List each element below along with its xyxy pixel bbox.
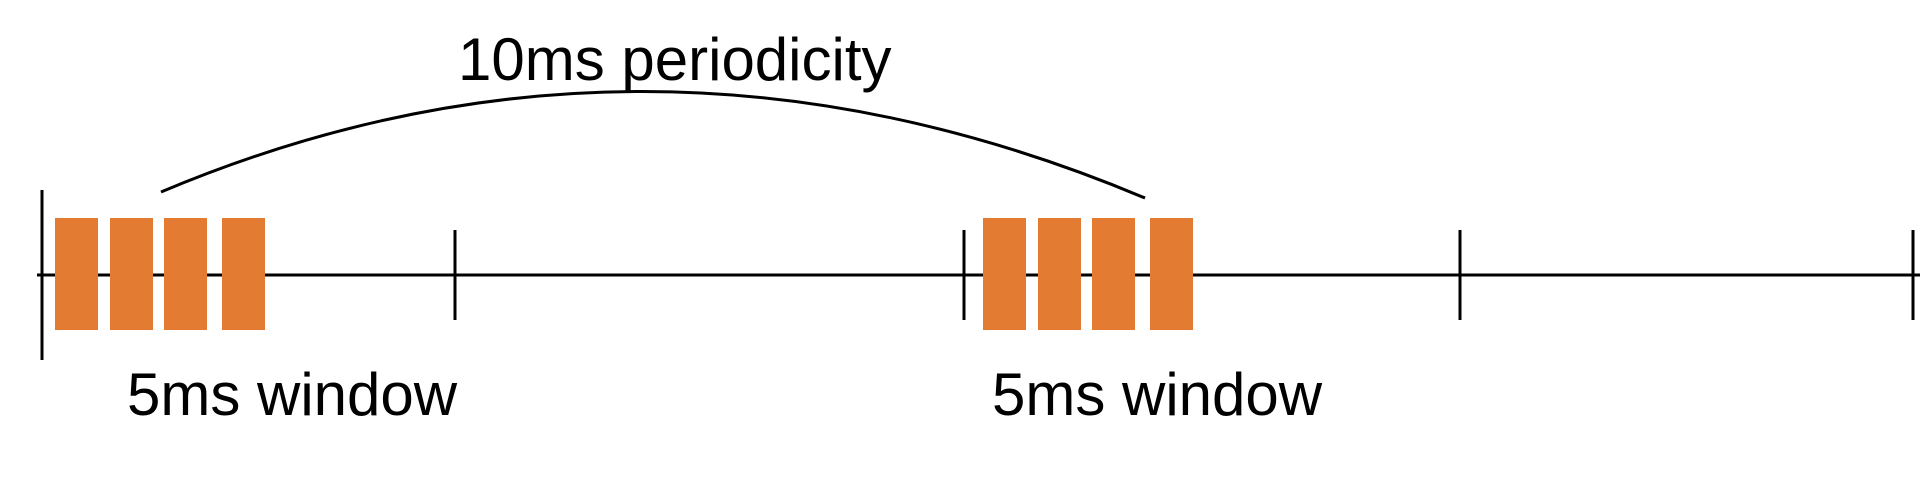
transmission-block	[55, 218, 98, 330]
transmission-block	[164, 218, 207, 330]
periodicity-label: 10ms periodicity	[458, 26, 892, 93]
window-2-label: 5ms window	[992, 361, 1323, 428]
transmission-block	[1038, 218, 1081, 330]
transmission-block	[1092, 218, 1135, 330]
window-1-blocks	[55, 218, 265, 330]
window-1-label: 5ms window	[127, 361, 458, 428]
window-2-blocks	[983, 218, 1193, 330]
transmission-block	[222, 218, 265, 330]
transmission-block	[1150, 218, 1193, 330]
periodicity-arc	[160, 90, 1146, 200]
transmission-block	[110, 218, 153, 330]
transmission-block	[983, 218, 1026, 330]
